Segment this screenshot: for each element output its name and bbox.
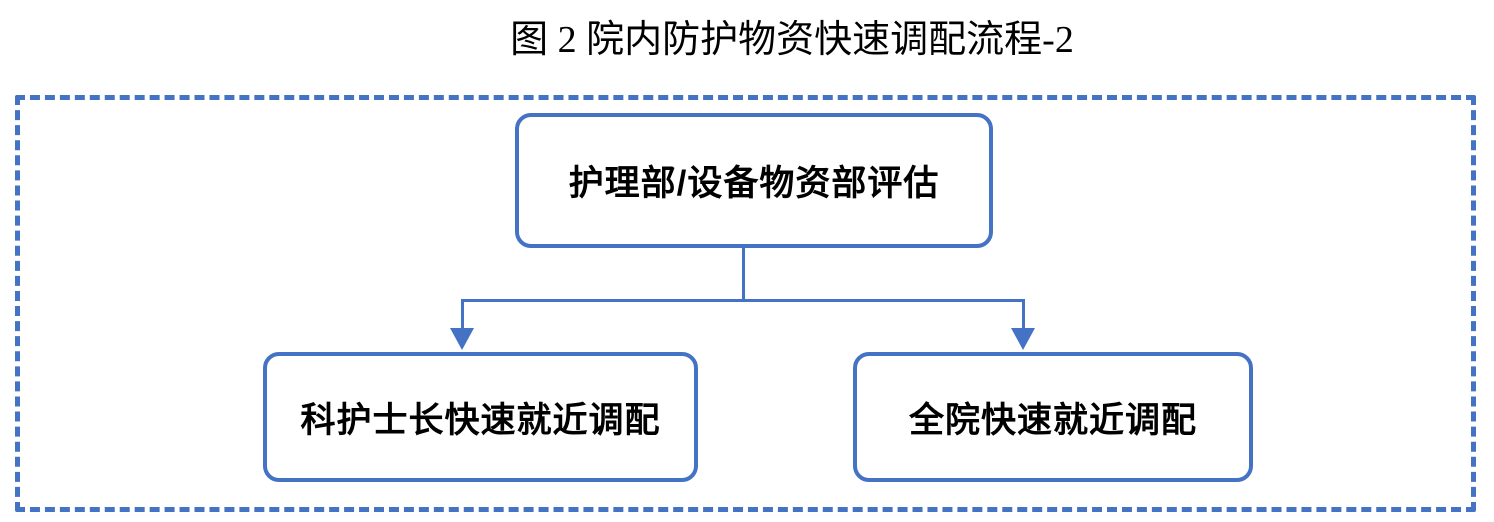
down-arrowhead-right-icon	[1011, 328, 1035, 350]
flow-node-child-left: 科护士长快速就近调配	[263, 352, 698, 482]
connector-horizontal	[461, 299, 1025, 302]
down-arrowhead-left-icon	[450, 328, 474, 350]
page-title: 图 2 院内防护物资快速调配流程-2	[510, 19, 1074, 61]
connector-drop-right	[1022, 299, 1025, 330]
flow-node-child-right-label: 全院快速就近调配	[908, 400, 1197, 440]
flow-node-child-left-label: 科护士长快速就近调配	[300, 400, 661, 440]
flow-node-child-right: 全院快速就近调配	[853, 352, 1253, 482]
connector-drop-left	[461, 299, 464, 330]
connector-stem	[742, 248, 745, 302]
flow-node-root-label: 护理部/设备物资部评估	[568, 164, 940, 203]
flow-node-root: 护理部/设备物资部评估	[515, 113, 993, 248]
